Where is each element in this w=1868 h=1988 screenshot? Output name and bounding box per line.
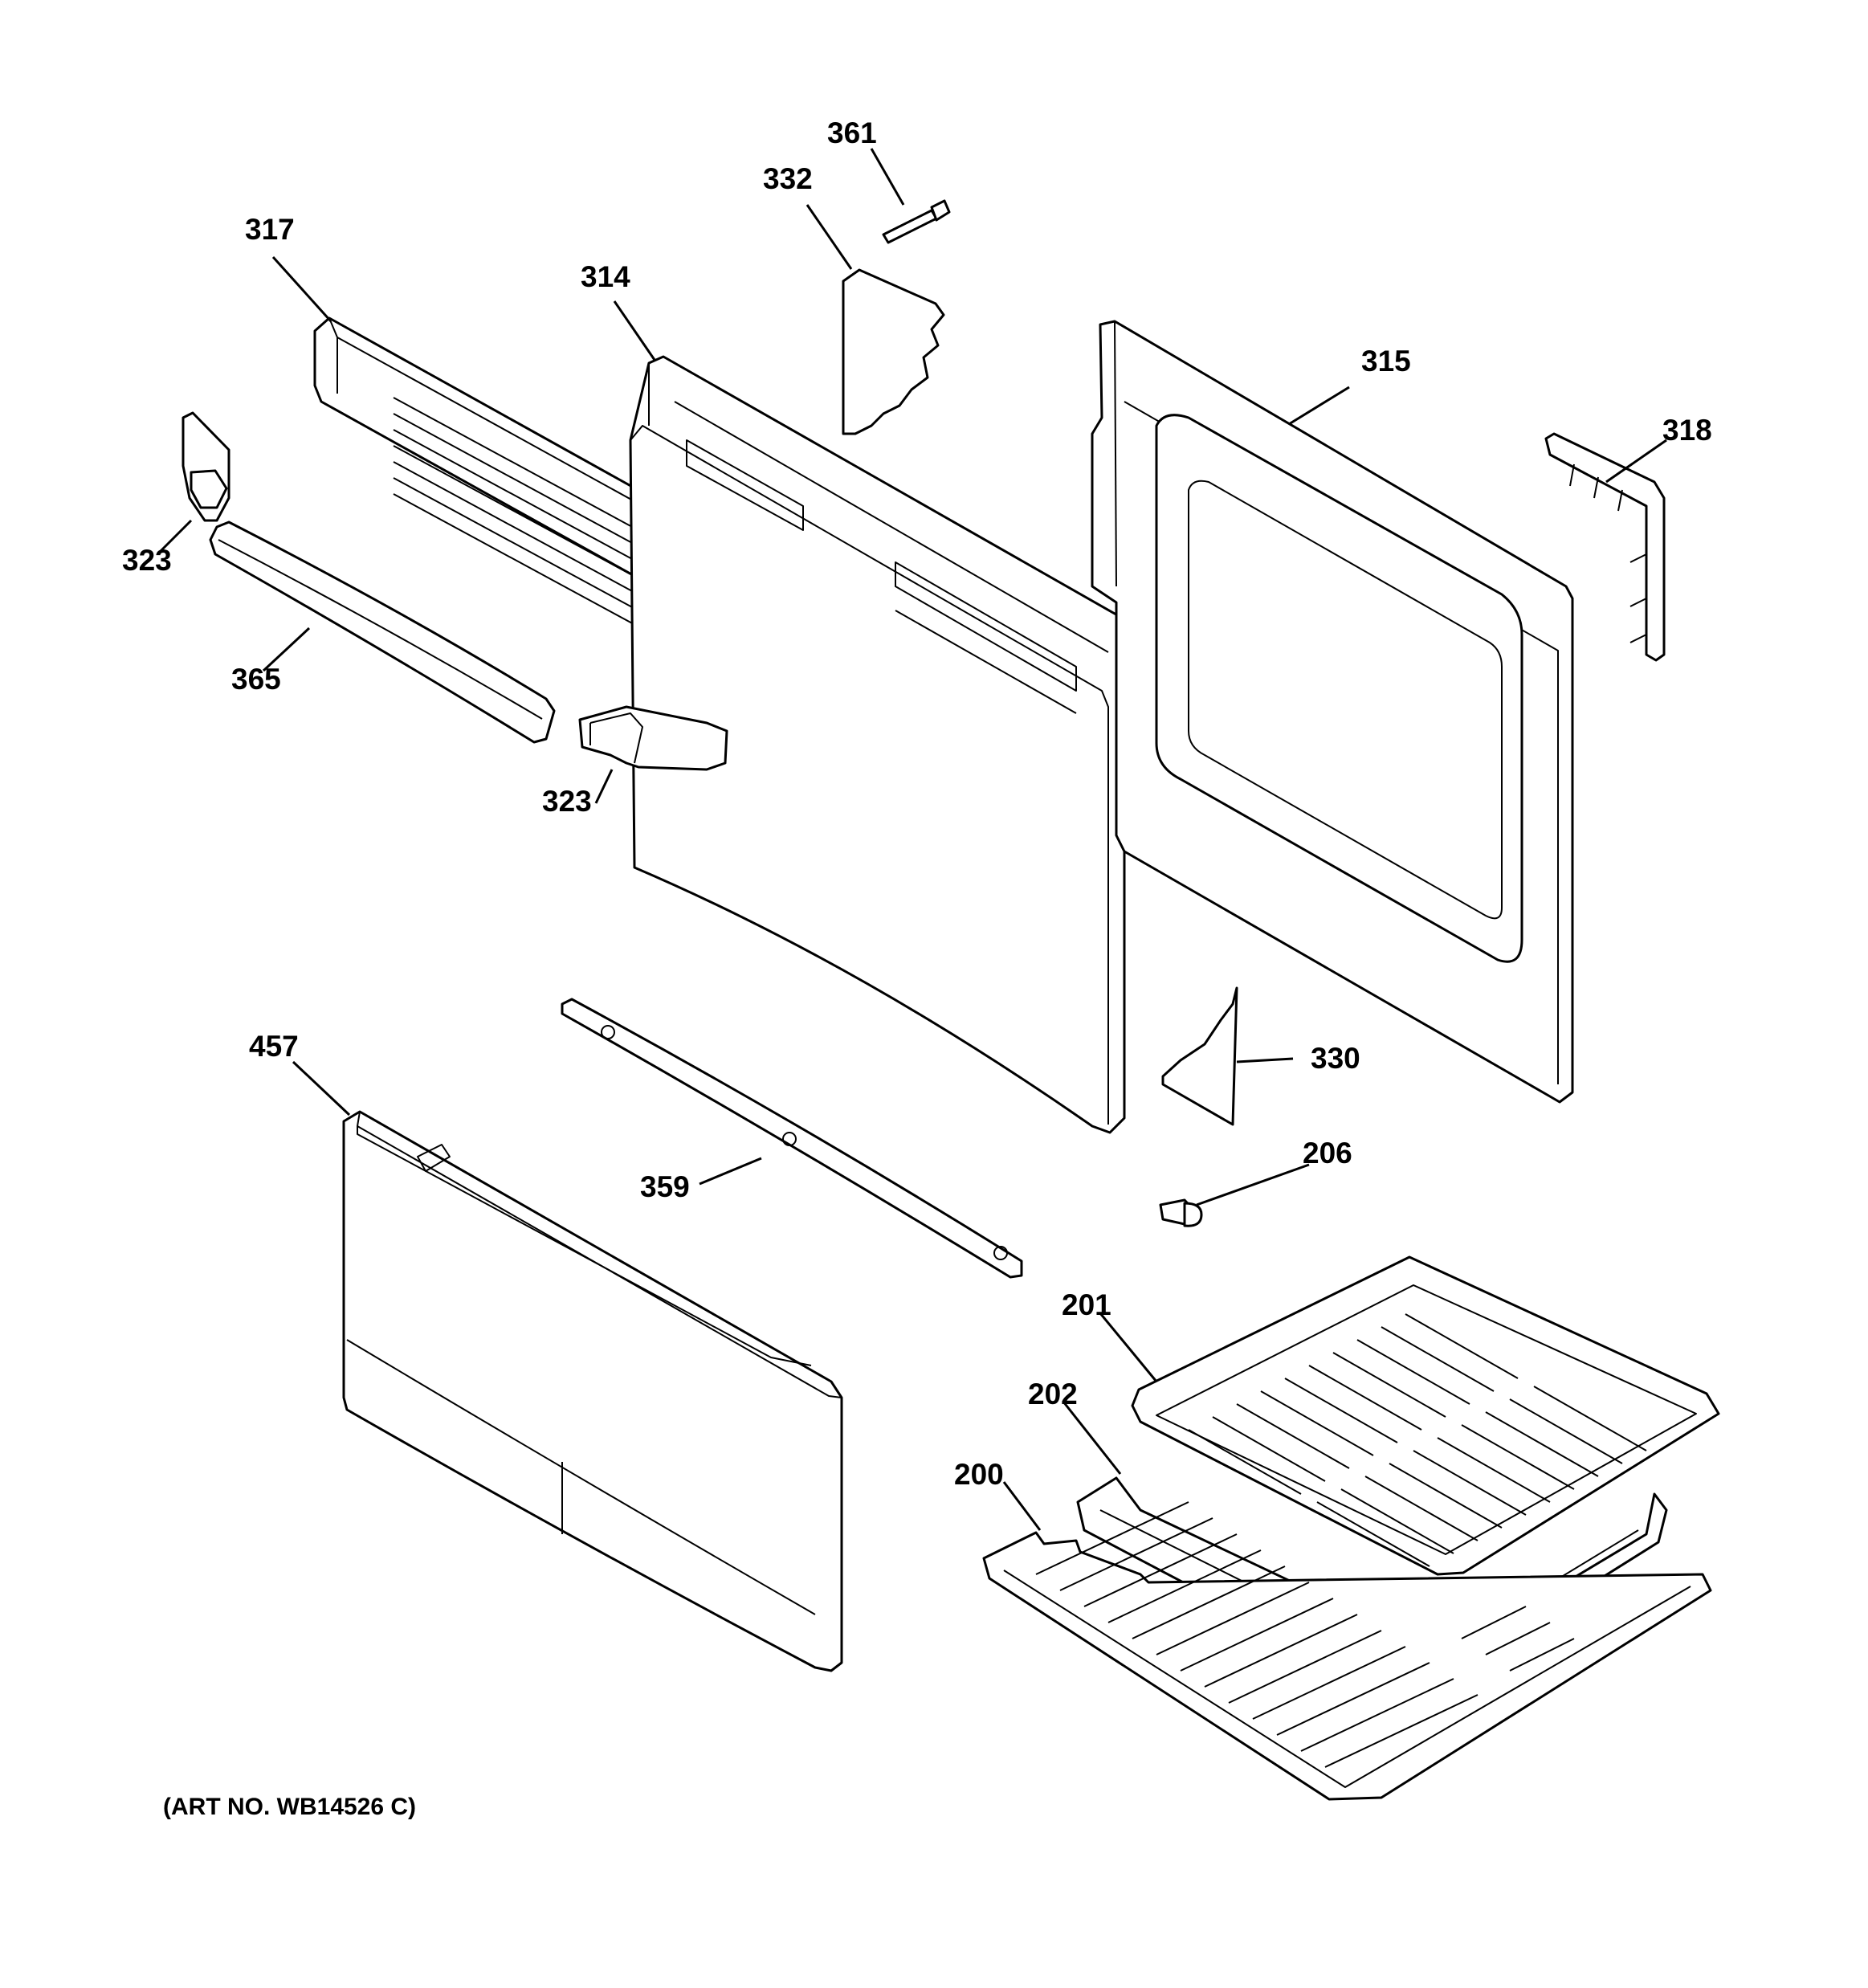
callout-206: 206 <box>1303 1137 1352 1170</box>
callout-330: 330 <box>1311 1042 1360 1075</box>
callout-314: 314 <box>581 260 630 293</box>
vent-slots <box>393 397 683 651</box>
callout-200: 200 <box>954 1458 1004 1491</box>
part-323-handle-endcap-left <box>181 411 230 522</box>
callout-317: 317 <box>245 213 295 246</box>
part-330-insulation <box>1161 986 1238 1126</box>
rack-wires <box>1035 1501 1575 1768</box>
callout-323-right: 323 <box>542 785 592 818</box>
grid-slots <box>1188 1313 1647 1567</box>
part-365-handle <box>209 520 556 744</box>
callout-201: 201 <box>1062 1288 1111 1321</box>
part-200-oven-rack <box>982 1501 1712 1801</box>
callout-labels: 361 332 317 314 315 318 323 365 323 457 … <box>122 116 1712 1491</box>
callout-332: 332 <box>763 162 813 195</box>
part-201-broiler-grid <box>1131 1255 1720 1576</box>
callout-323-left: 323 <box>122 544 172 577</box>
callout-359: 359 <box>640 1170 690 1203</box>
part-457-drawer-front <box>342 1110 843 1672</box>
part-314-door-panel <box>629 355 1126 1134</box>
callout-315: 315 <box>1361 345 1411 378</box>
part-359-trim-strip <box>561 998 1023 1279</box>
part-318-bracket <box>1544 432 1666 662</box>
part-206-screw <box>1159 1198 1203 1227</box>
callout-457: 457 <box>249 1030 299 1063</box>
leader-lines <box>159 148 1667 1531</box>
callout-318: 318 <box>1662 414 1712 447</box>
art-number: (ART NO. WB14526 C) <box>163 1794 417 1820</box>
callout-202: 202 <box>1028 1378 1078 1410</box>
callout-361: 361 <box>827 116 877 149</box>
part-361-screw <box>882 199 951 244</box>
part-332-insulation <box>842 268 945 435</box>
callout-365: 365 <box>231 663 281 696</box>
part-315-inner-liner <box>1091 320 1574 1104</box>
part-323-handle-endcap-right <box>578 705 728 771</box>
